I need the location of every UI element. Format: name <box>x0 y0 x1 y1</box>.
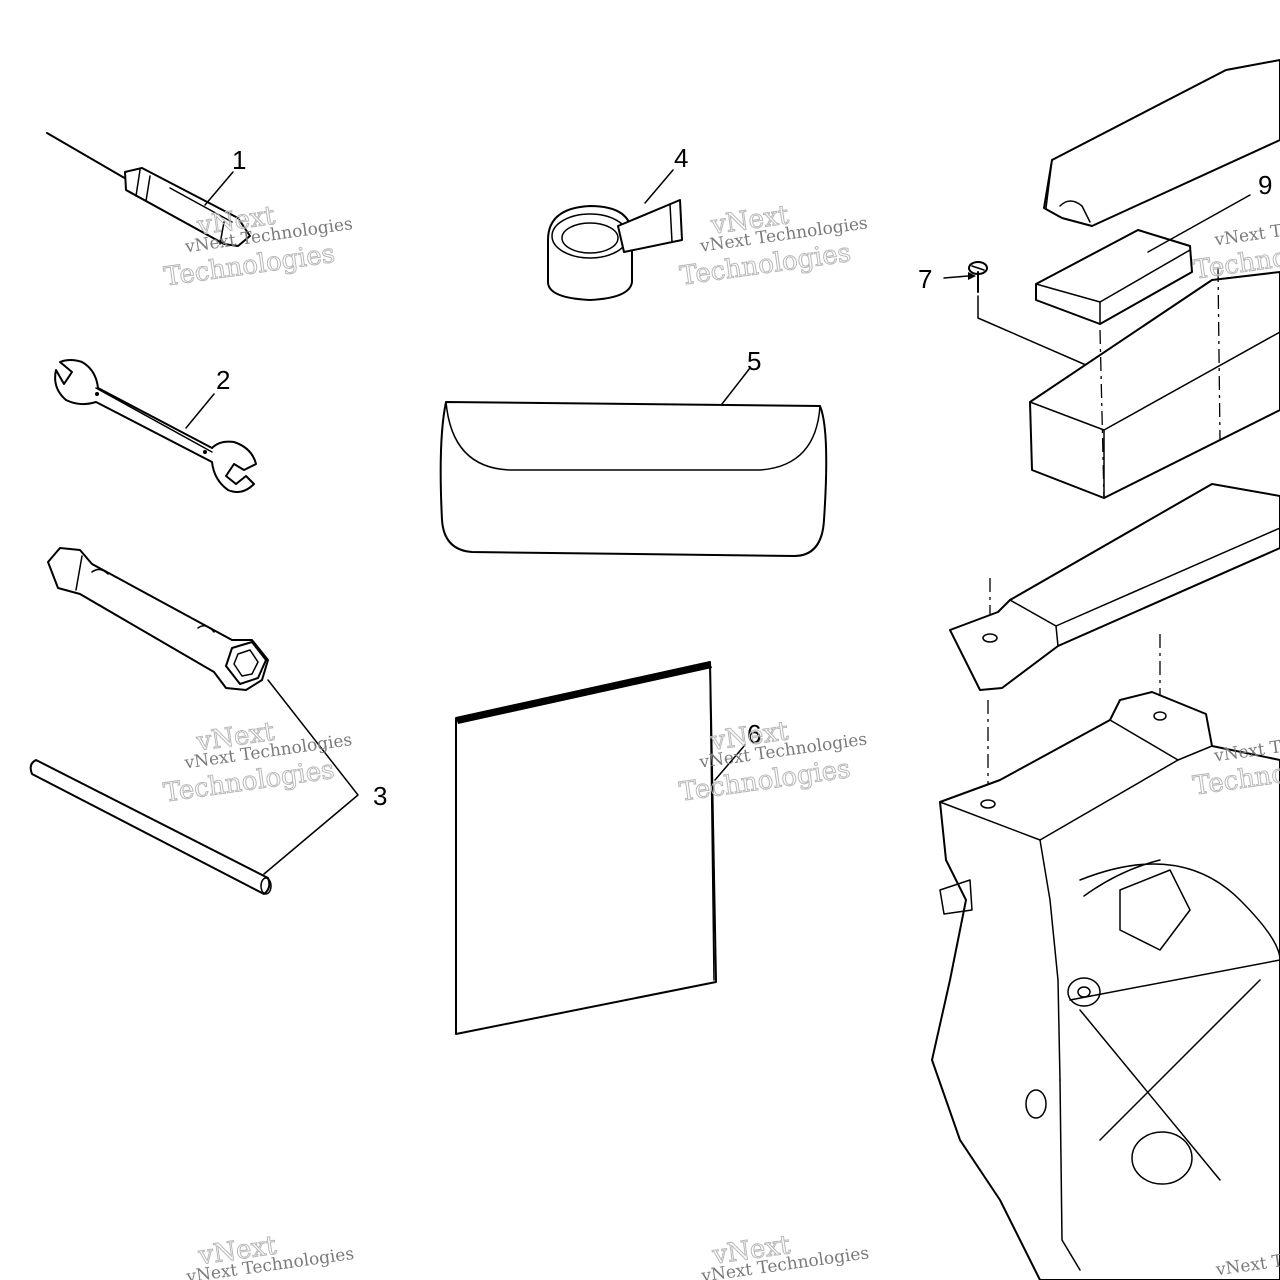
callout-9: 9 <box>1258 170 1272 200</box>
callout-4-leader <box>644 169 674 204</box>
callout-7: 7 <box>918 264 932 294</box>
owners-manual <box>455 661 717 1035</box>
callout-1: 1 <box>232 145 246 175</box>
callout-3: 3 <box>373 781 387 811</box>
callout-6: 6 <box>747 719 761 749</box>
spark-plug-socket-wrench <box>47 547 269 691</box>
screwdriver <box>46 132 251 247</box>
watermark-8: vNext vNext Technologies <box>699 1230 870 1280</box>
watermark-7: vNext vNext Technologies <box>184 1230 355 1280</box>
roll-of-tape <box>547 199 683 301</box>
open-end-wrench <box>54 359 257 493</box>
callout-2: 2 <box>216 365 230 395</box>
watermark-2: vNext vNext Technologies Technologies <box>678 200 869 292</box>
tool-pouch <box>439 401 828 557</box>
watermark-3: vNext Technologies Technologies <box>1191 207 1280 286</box>
callout-5-leader <box>721 367 751 405</box>
tommy-bar <box>29 759 272 895</box>
callout-5: 5 <box>747 346 761 376</box>
callout-3-leader <box>263 679 359 875</box>
battery-pad <box>1035 229 1193 325</box>
callout-9-leader <box>1147 194 1251 253</box>
screw <box>968 261 988 293</box>
callout-7-leader <box>943 272 1103 373</box>
callout-2-leader <box>185 393 215 429</box>
battery-box <box>1029 267 1280 499</box>
housing <box>931 691 1280 1280</box>
callout-4: 4 <box>674 143 688 173</box>
watermark-4: vNext vNext Technologies Technologies <box>161 716 353 809</box>
battery-cover <box>1043 59 1280 227</box>
callout-6-leader <box>714 744 746 781</box>
callout-1-leader <box>204 171 234 206</box>
mounting-bracket <box>949 483 1280 712</box>
